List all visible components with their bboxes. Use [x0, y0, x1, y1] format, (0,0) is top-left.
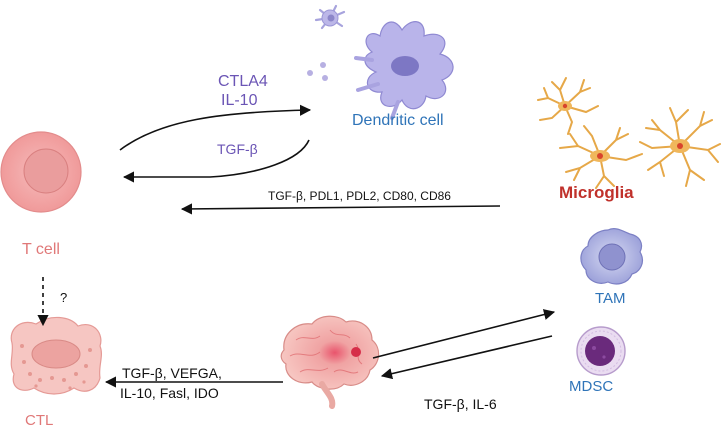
arrows	[37, 104, 556, 388]
tam-label: TAM	[595, 290, 626, 307]
arrow-dendritic-to-tcell	[122, 139, 310, 183]
tumor-factors-line2: IL-10, Fasl, IDO	[120, 385, 219, 401]
mdsc-label: MDSC	[569, 378, 613, 395]
tumor-factors-line1: TGF-β, VEFGA,	[122, 365, 222, 381]
arrow-mdsc-to-brain	[380, 335, 553, 380]
microglia-factors-label: TGF-β, PDL1, PDL2, CD80, CD86	[268, 189, 451, 203]
mdsc-cell-icon	[576, 326, 626, 376]
t-cell-icon	[0, 131, 82, 213]
microglia-soma-icon	[558, 101, 690, 162]
ctl-cell-icon	[10, 316, 103, 395]
t-cell-label: T cell	[22, 241, 60, 258]
tam-cell-icon	[580, 228, 644, 285]
tgfb-feedback-label: TGF-β	[217, 141, 258, 157]
small-dendritic-cell-icon	[314, 4, 346, 30]
tgfb-il6-label: TGF-β, IL-6	[424, 396, 497, 412]
arrow-microglia-to-tcell	[180, 203, 501, 215]
ctl-label: CTL	[25, 412, 53, 427]
dendritic-cell-icon	[354, 21, 454, 120]
microglia-label: Microglia	[559, 183, 634, 202]
arrow-tcell-to-dendritic	[119, 104, 312, 151]
ctla4-label: CTLA4	[218, 73, 268, 90]
dendritic-cell-label: Dendritic cell	[352, 112, 444, 129]
microglia-icon	[537, 77, 721, 189]
brain-icon	[280, 315, 380, 409]
arrow-brain-to-tam	[372, 309, 556, 359]
il10-label: IL-10	[221, 92, 258, 109]
cytokine-dots-icon	[307, 62, 328, 81]
question-label: ?	[60, 290, 67, 305]
